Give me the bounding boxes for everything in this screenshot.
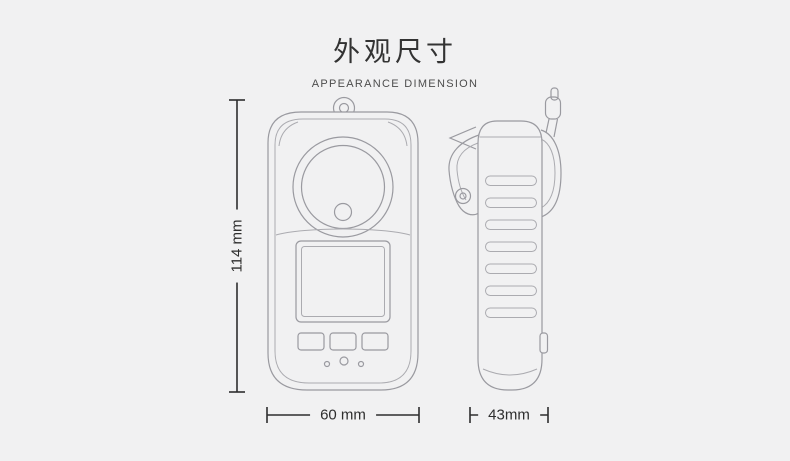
page-title: 外观尺寸 [333, 37, 457, 67]
page-subtitle: APPEARANCE DIMENSION [311, 78, 479, 90]
height-dimension-label: 114 mm [227, 209, 247, 283]
device-front-view-drawing [267, 96, 419, 391]
page-header: 外观尺寸 APPEARANCE DIMENSION [0, 30, 790, 90]
device-side-view-drawing [448, 87, 562, 391]
depth-dimension-label: 43mm [478, 405, 540, 425]
width-dimension-label: 60 mm [310, 405, 376, 425]
